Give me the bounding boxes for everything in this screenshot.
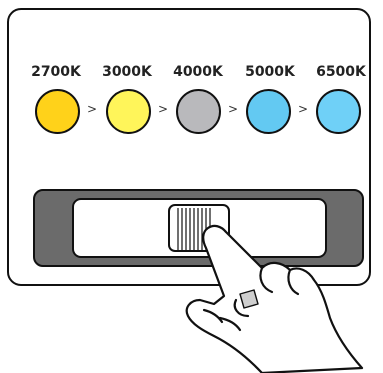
label-3000k: 3000K — [102, 64, 152, 80]
label-6500k: 6500K — [316, 64, 366, 80]
arrow-4: > — [298, 102, 309, 116]
label-2700k: 2700K — [31, 64, 81, 80]
label-4000k: 4000K — [173, 64, 223, 80]
swatch-3000k[interactable] — [106, 89, 151, 134]
swatch-6500k[interactable] — [316, 89, 361, 134]
swatch-4000k[interactable] — [176, 89, 221, 134]
arrow-2: > — [158, 102, 169, 116]
arrow-1: > — [87, 102, 98, 116]
slider-knob[interactable] — [168, 204, 230, 252]
knob-grip-lines-icon — [177, 208, 211, 250]
label-5000k: 5000K — [245, 64, 295, 80]
arrow-3: > — [228, 102, 239, 116]
swatch-5000k[interactable] — [246, 89, 291, 134]
swatch-2700k[interactable] — [35, 89, 80, 134]
